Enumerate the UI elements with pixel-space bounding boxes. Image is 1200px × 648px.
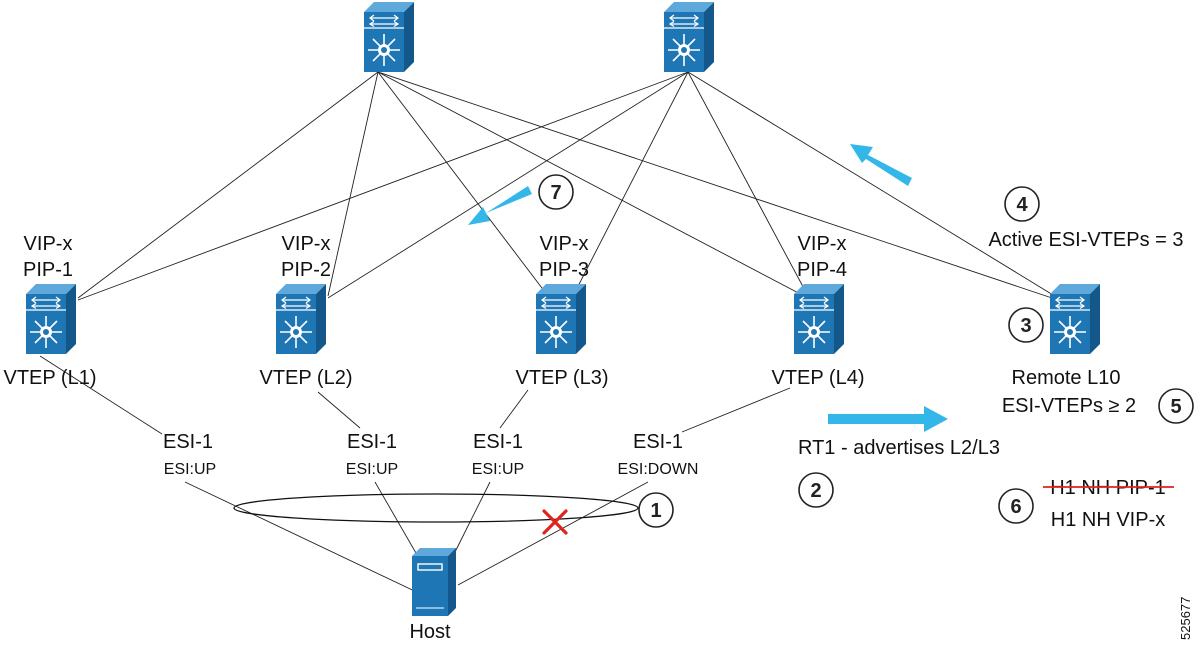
- leaf-l2-name: VTEP (L2): [260, 367, 353, 389]
- esi-lag-ellipse: [233, 493, 639, 523]
- leaf-l1-esi: ESI-1: [163, 431, 213, 453]
- rt1-text: RT1 - advertises L2/L3: [798, 437, 1000, 459]
- step-7-badge: 7: [538, 174, 574, 210]
- leaf-l3-esi: ESI-1: [473, 431, 523, 453]
- leaf-l3-vip: VIP-x: [540, 233, 589, 255]
- arrow-2-icon: [828, 406, 948, 432]
- host-label: Host: [409, 621, 451, 643]
- leaf-l3-labels: VIP-x PIP-3 VTEP (L3) ESI-1 ESI:UP: [472, 233, 609, 478]
- leaf-switch-l1-icon: [26, 284, 76, 354]
- svg-text:4: 4: [1016, 194, 1028, 216]
- step-4-badge: 4: [1004, 186, 1040, 222]
- step-5-badge: 5: [1158, 388, 1194, 424]
- leaf-l1-esi-state: ESI:UP: [164, 461, 216, 478]
- svg-text:5: 5: [1170, 396, 1181, 418]
- leaf-l4-labels: VIP-x PIP-4 VTEP (L4) ESI-1 ESI:DOWN: [618, 233, 865, 478]
- leaf-l2-labels: VIP-x PIP-2 VTEP (L2) ESI-1 ESI:UP: [260, 233, 399, 478]
- spine-links: [77, 71, 1059, 301]
- leaf-l2-pip: PIP-2: [281, 259, 331, 281]
- arrow-4-icon: [850, 144, 912, 186]
- arrow-7-icon: [468, 186, 532, 225]
- link-failure-icon: [542, 509, 568, 535]
- spine-switch-2-icon: [664, 2, 714, 72]
- host-server-icon: [412, 548, 456, 616]
- leaf-l3-pip: PIP-3: [539, 259, 589, 281]
- leaf-switch-l3-icon: [536, 284, 586, 354]
- leaf-l4-name: VTEP (L4): [772, 367, 865, 389]
- svg-text:1: 1: [650, 500, 661, 522]
- leaf-l1-pip: PIP-1: [23, 259, 73, 281]
- leaf-l3-name: VTEP (L3): [516, 367, 609, 389]
- leaf-switch-l2-icon: [276, 284, 326, 354]
- leaf-l3-esi-state: ESI:UP: [472, 461, 524, 478]
- remote-switch-l10-icon: [1050, 284, 1100, 354]
- spine-switch-1-icon: [364, 2, 414, 72]
- svg-text:6: 6: [1010, 496, 1021, 518]
- step-3-badge: 3: [1008, 307, 1044, 343]
- nh-old-text: H1 NH PIP-1: [1050, 477, 1166, 499]
- figure-id: 525677: [1178, 597, 1193, 640]
- leaf-l4-vip: VIP-x: [798, 233, 847, 255]
- leaf-l2-esi: ESI-1: [347, 431, 397, 453]
- active-esi-vteps-text: Active ESI-VTEPs = 3: [988, 229, 1183, 251]
- svg-text:7: 7: [550, 182, 561, 204]
- leaf-l2-vip: VIP-x: [282, 233, 331, 255]
- leaf-l4-esi: ESI-1: [633, 431, 683, 453]
- host-links: [39, 355, 791, 597]
- nh-new-text: H1 NH VIP-x: [1051, 509, 1165, 531]
- leaf-l1-name: VTEP (L1): [4, 367, 97, 389]
- step-6-badge: 6: [998, 488, 1034, 524]
- step-2-badge: 2: [798, 472, 834, 508]
- leaf-l1-labels: VIP-x PIP-1 VTEP (L1) ESI-1 ESI:UP: [4, 233, 217, 478]
- step-1-badge: 1: [638, 492, 674, 528]
- svg-text:3: 3: [1020, 315, 1031, 337]
- remote-name: Remote L10: [1012, 367, 1121, 389]
- leaf-l2-esi-state: ESI:UP: [346, 461, 398, 478]
- svg-text:2: 2: [810, 480, 821, 502]
- leaf-l4-esi-state: ESI:DOWN: [618, 461, 699, 478]
- leaf-l1-vip: VIP-x: [24, 233, 73, 255]
- remote-esi-vteps: ESI-VTEPs ≥ 2: [1002, 395, 1136, 417]
- leaf-switch-l4-icon: [794, 284, 844, 354]
- leaf-l4-pip: PIP-4: [797, 259, 847, 281]
